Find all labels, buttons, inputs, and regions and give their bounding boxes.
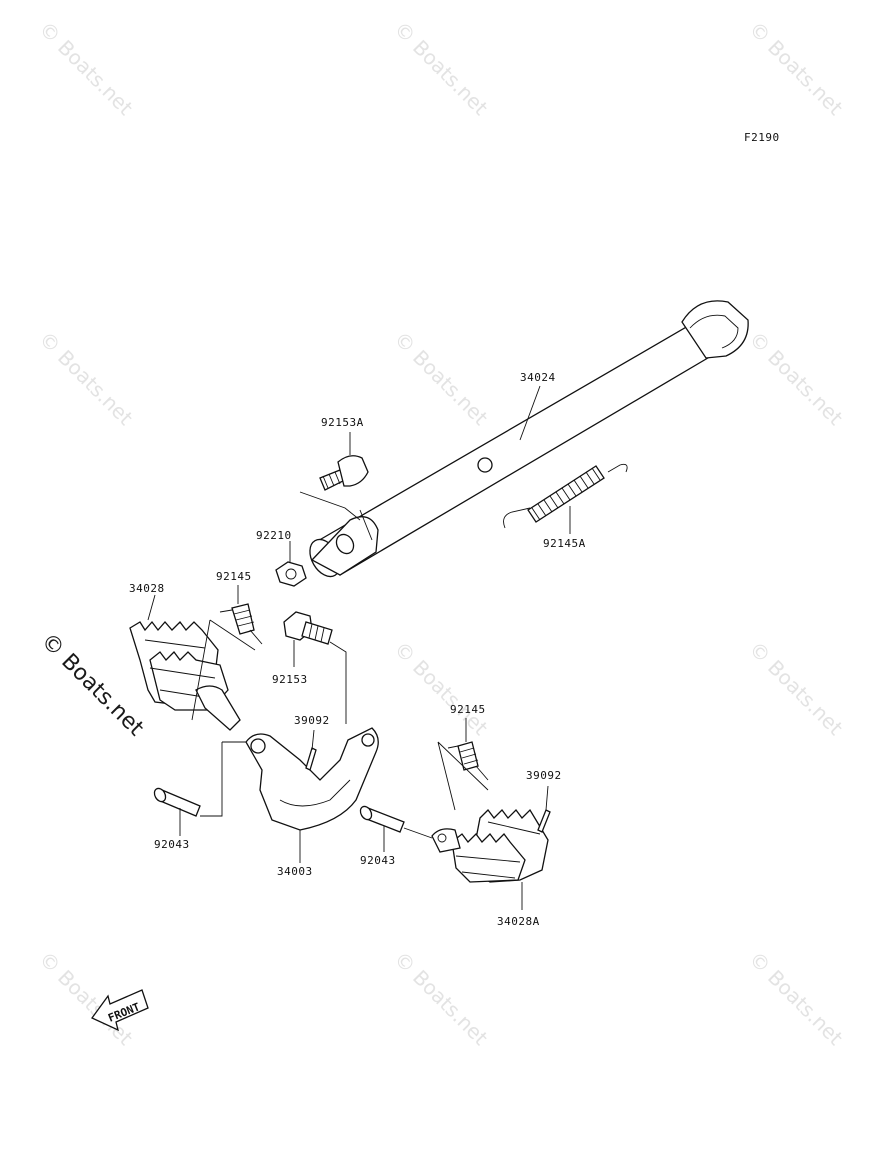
watermark: © Boats.net [744, 327, 847, 430]
cotter-pin-39092-right [537, 785, 551, 833]
watermark-main: © Boats.net [36, 629, 149, 742]
label-34028a: 34028A [497, 915, 540, 928]
label-92210: 92210 [256, 529, 292, 542]
front-arrow: FRONT [91, 989, 149, 1032]
label-92145-left: 92145 [216, 570, 252, 583]
watermark: © Boats.net [744, 637, 847, 740]
figure-code: F2190 [744, 131, 780, 144]
label-92153: 92153 [272, 673, 308, 686]
label-39092-right: 39092 [526, 769, 562, 782]
label-92043-left: 92043 [154, 838, 190, 851]
watermark: © Boats.net [389, 327, 492, 430]
bolt-92153 [283, 611, 347, 724]
label-92153a: 92153A [321, 416, 364, 429]
side-stand [309, 300, 749, 578]
part-labels: 34024 92153A 92145A 92210 34028 92145 92… [129, 371, 586, 928]
watermark: © Boats.net [389, 947, 492, 1050]
bolt-92153a [299, 432, 369, 521]
nut-92210 [275, 541, 307, 587]
label-34028: 34028 [129, 582, 165, 595]
pin-92043-right [359, 805, 433, 852]
watermark: © Boats.net [389, 637, 492, 740]
leader-lines [519, 385, 541, 441]
watermark: © Boats.net [34, 327, 137, 430]
cotter-pin-39092-left [305, 729, 317, 771]
watermark: © Boats.net [744, 947, 847, 1050]
watermark: © Boats.net [34, 17, 137, 120]
label-39092-left: 39092 [294, 714, 330, 727]
bracket-34003 [245, 727, 379, 863]
label-92043-right: 92043 [360, 854, 396, 867]
spring-92145-right [437, 718, 489, 811]
label-34024: 34024 [520, 371, 556, 384]
watermark: © Boats.net [744, 17, 847, 120]
label-34003: 34003 [277, 865, 313, 878]
footpeg-34028 [129, 594, 241, 731]
spring-92145-left [191, 585, 263, 721]
label-92145-right: 92145 [450, 703, 486, 716]
spring-92145a [503, 463, 628, 534]
watermark: © Boats.net [389, 17, 492, 120]
label-92145a: 92145A [543, 537, 586, 550]
footpeg-34028a [431, 808, 549, 910]
pin-92043-left [153, 741, 246, 836]
watermarks: © Boats.net © Boats.net © Boats.net © Bo… [34, 17, 847, 1050]
